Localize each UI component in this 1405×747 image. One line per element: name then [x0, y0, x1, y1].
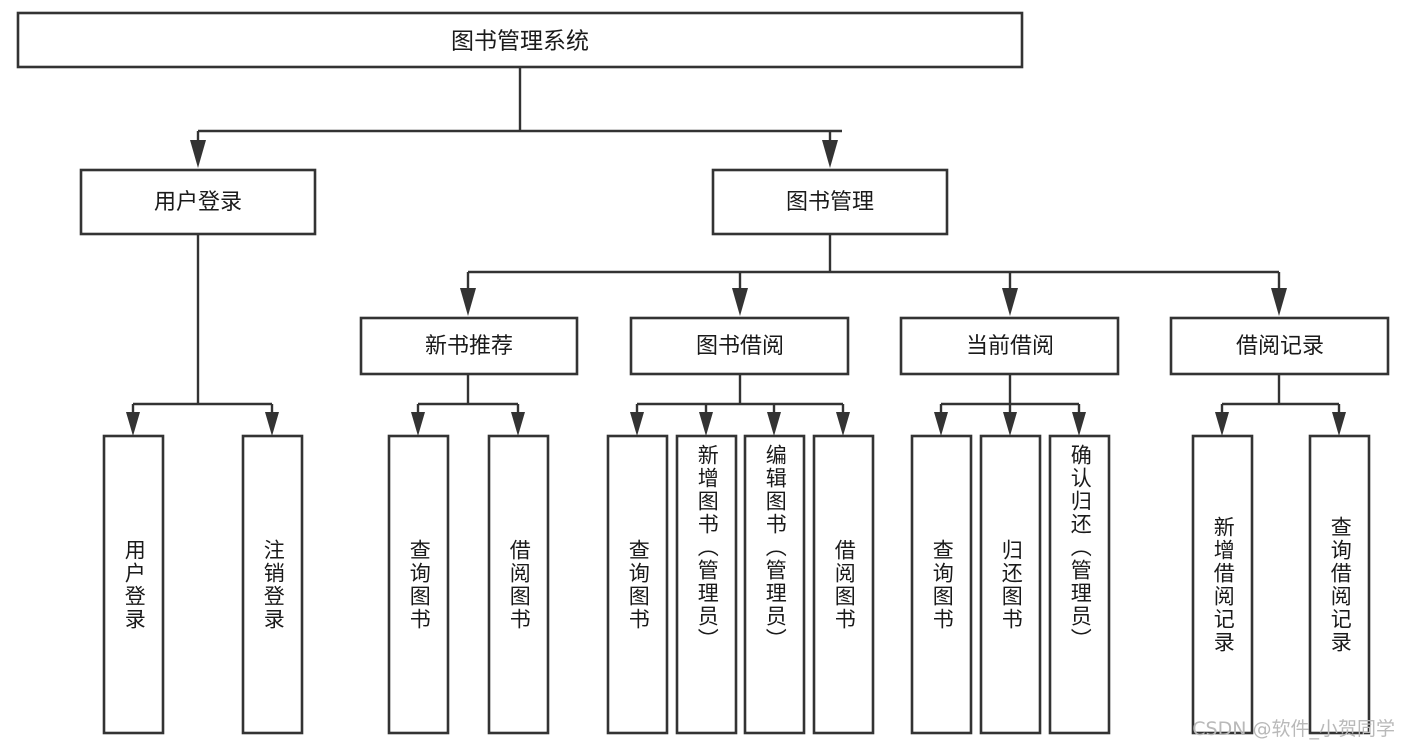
leaf-box-query-book-1[interactable] — [387, 434, 450, 735]
node-root-label: 图书管理系统 — [451, 29, 589, 55]
leaf-box-return-book[interactable] — [979, 434, 1042, 735]
connector-bookmgmt-to-level3 — [460, 234, 1287, 316]
node-new-book-recommend-label: 新书推荐 — [425, 334, 513, 359]
node-user-login[interactable] — [79, 168, 317, 236]
node-book-management[interactable] — [711, 168, 949, 236]
node-current-borrow-label: 当前借阅 — [966, 334, 1054, 359]
leaf-box-borrow-book-2[interactable] — [812, 434, 875, 735]
node-borrow-record-label: 借阅记录 — [1236, 334, 1324, 359]
node-book-borrow-label: 图书借阅 — [696, 334, 784, 359]
leaf-box-logout[interactable] — [241, 434, 304, 735]
node-current-borrow[interactable] — [899, 316, 1120, 376]
connector-newbook-to-leaves — [411, 374, 525, 436]
node-borrow-record[interactable] — [1169, 316, 1390, 376]
leaf-box-borrow-book-1[interactable] — [487, 434, 550, 735]
node-root[interactable] — [16, 11, 1024, 69]
leaf-box-query-book-2[interactable] — [606, 434, 669, 735]
node-book-borrow[interactable] — [629, 316, 850, 376]
watermark-text: CSDN @软件_小贺同学 — [1192, 718, 1395, 740]
leaf-box-add-record[interactable] — [1191, 434, 1254, 735]
leaf-box-query-book-3[interactable] — [910, 434, 973, 735]
connector-root-to-level2 — [190, 67, 842, 168]
node-book-management-label: 图书管理 — [786, 190, 874, 215]
leaf-box-edit-book[interactable] — [743, 434, 806, 735]
connector-bookborrow-to-leaves — [630, 374, 850, 436]
connector-currentborrow-to-leaves — [934, 374, 1086, 436]
connector-userlogin-to-leaves — [126, 234, 279, 436]
connector-borrowrecord-to-leaves — [1215, 374, 1346, 436]
leaf-box-add-book[interactable] — [675, 434, 738, 735]
leaf-box-confirm-return[interactable] — [1048, 434, 1111, 735]
node-user-login-label: 用户登录 — [154, 190, 242, 215]
leaf-box-user-login[interactable] — [102, 434, 165, 735]
leaf-box-query-record[interactable] — [1308, 434, 1371, 735]
node-new-book-recommend[interactable] — [359, 316, 579, 376]
